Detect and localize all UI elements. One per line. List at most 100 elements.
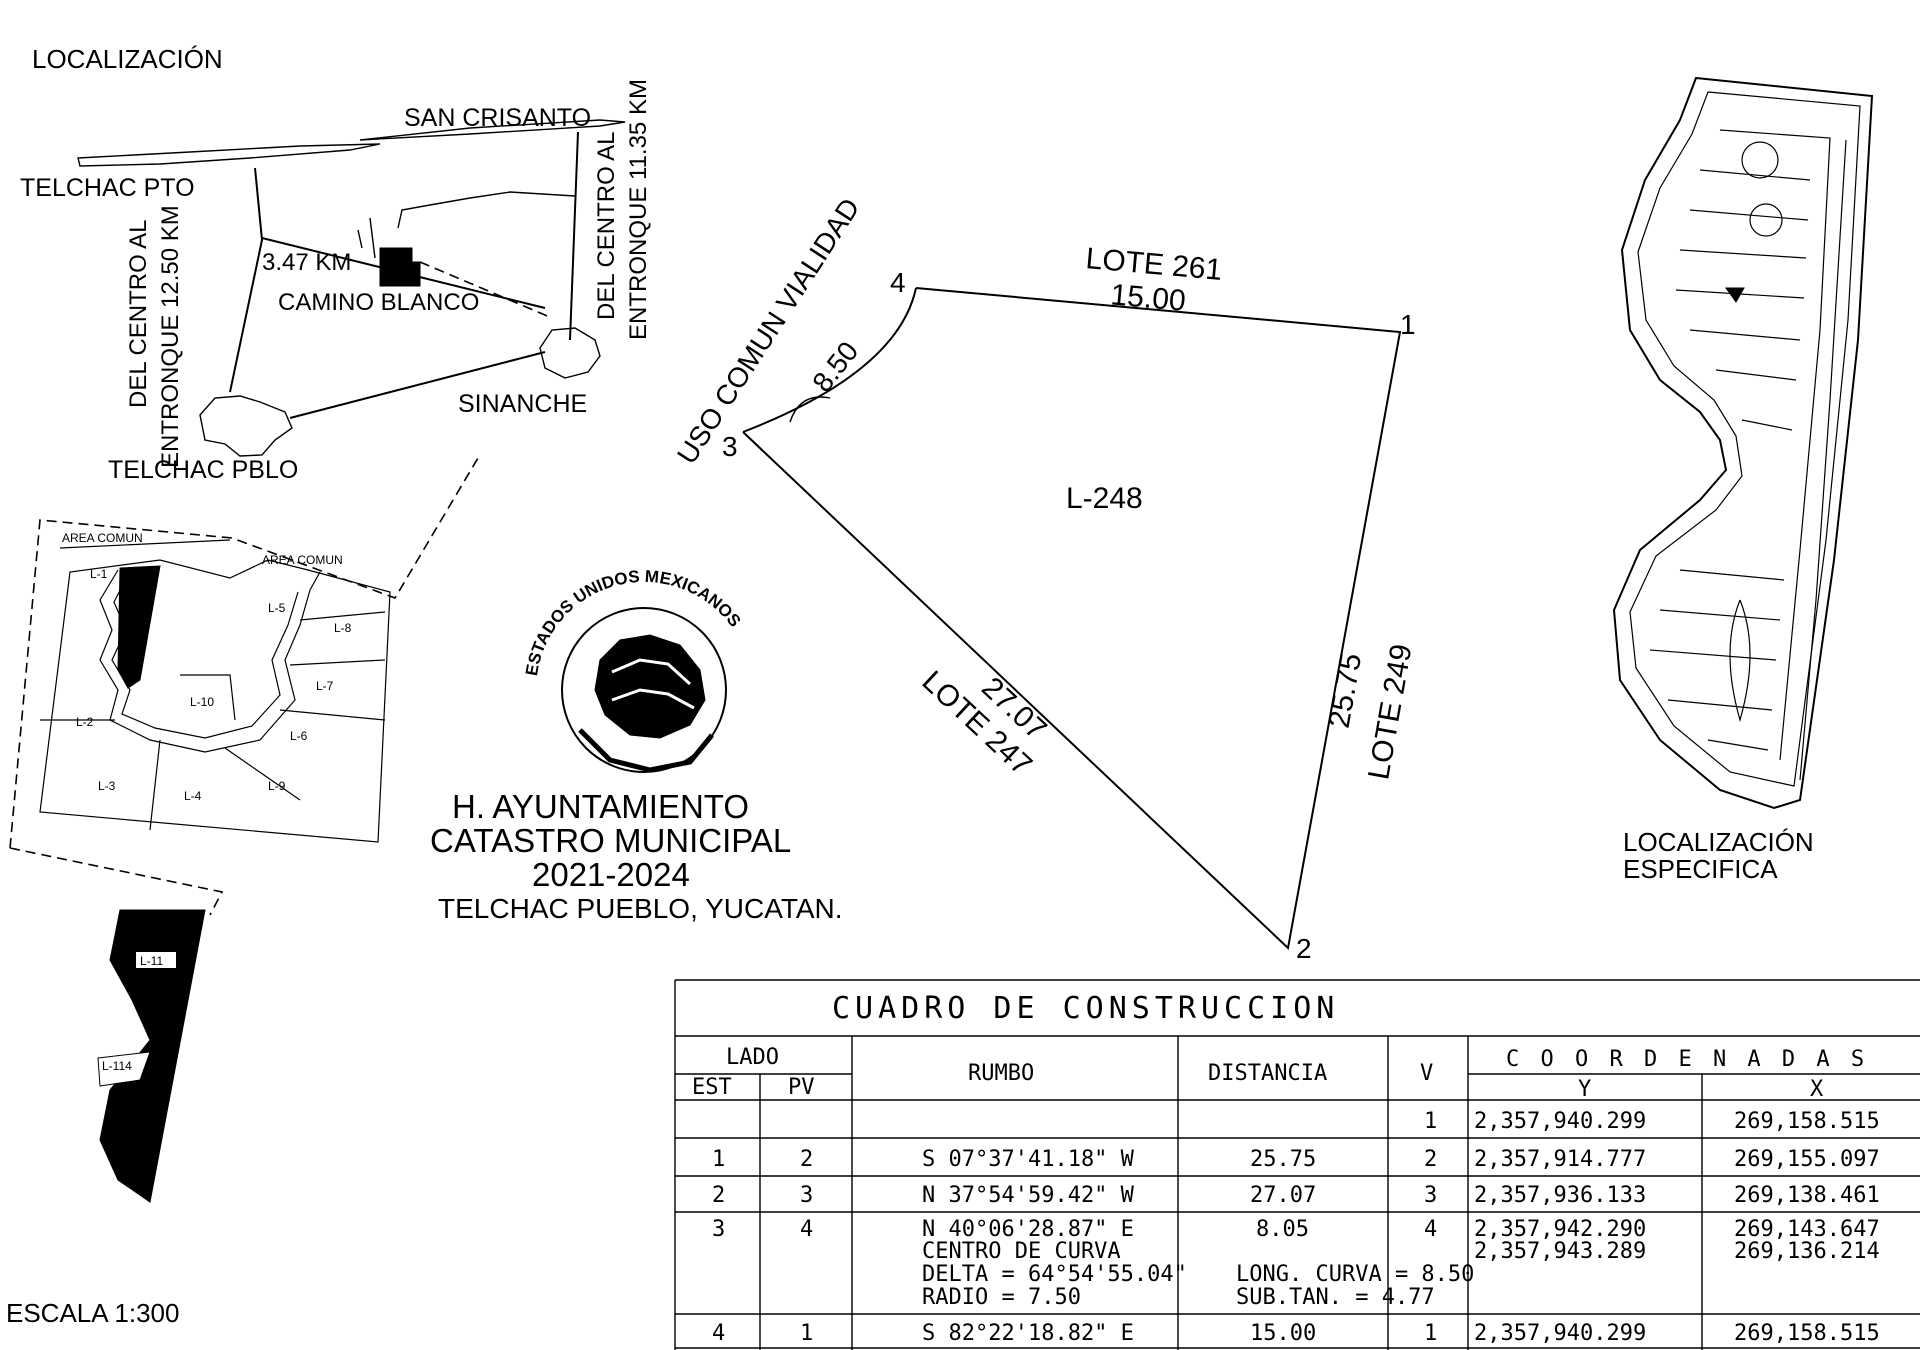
cell-v: 4 [1424, 1217, 1437, 1242]
west-neighbor: USO COMUN VIALIDAD [671, 193, 866, 470]
curve-subtangent: SUB.TAN. = 4.77 [1236, 1285, 1435, 1310]
vertex-label: 4 [890, 267, 906, 298]
curve-delta: DELTA = 64°54'55.04" [922, 1262, 1187, 1287]
cell-rumbo: S 07°37'41.18" W [922, 1147, 1135, 1172]
header-lado: LADO [726, 1045, 779, 1070]
road-right [569, 131, 579, 341]
eagle-emblem-icon [578, 634, 714, 773]
lot-strip [99, 909, 206, 1203]
road-right-line2: ENTRONQUE 11.35 KM [625, 79, 652, 340]
subdivision-inner [1629, 91, 1861, 787]
curve-center-y: 2,357,943.289 [1474, 1239, 1646, 1264]
lot-line-3 [224, 747, 301, 801]
lot-line-5 [289, 659, 386, 666]
road-right-line1: DEL CENTRO AL [593, 132, 620, 321]
strip-label-b: L-114 [102, 1059, 132, 1073]
distance-label: 3.47 KM [262, 249, 351, 276]
cell-v: 1 [1424, 1109, 1437, 1134]
cell-v: 1 [1424, 1321, 1437, 1346]
header-y: Y [1578, 1077, 1591, 1102]
header-coordenadas: C O O R D E N A D A S [1506, 1047, 1868, 1072]
lot-label: L-1 [90, 567, 108, 581]
table-row: 4 1 S 82°22'18.82" E 15.00 1 2,357,940.2… [712, 1321, 1880, 1346]
cell-rumbo: S 82°22'18.82" E [922, 1321, 1134, 1346]
cell-y: 2,357,942.290 [1474, 1217, 1646, 1242]
table-title: CUADRO DE CONSTRUCCION [832, 991, 1339, 1026]
south-side-label: 27.07 LOTE 247 [916, 665, 1053, 782]
lot-line-6 [299, 611, 386, 621]
town-sinanche: SINANCHE [458, 390, 587, 418]
cell-est: 2 [712, 1183, 725, 1208]
lot-road [99, 569, 321, 753]
strip-gap [97, 1051, 151, 1087]
table-row: 1 2,357,940.299 269,158.515 [1424, 1109, 1880, 1134]
seal-line3: 2021-2024 [532, 856, 690, 893]
header-rumbo: RUMBO [968, 1061, 1034, 1086]
lot-line-2 [149, 739, 161, 831]
subdivision-edge [1799, 139, 1847, 781]
detail-outline-top [9, 457, 479, 849]
header-est: EST [692, 1075, 732, 1100]
lot-road-inner [111, 574, 299, 739]
lot-line-4 [279, 709, 386, 721]
cell-x: 269,158.515 [1734, 1321, 1880, 1346]
cell-distancia: 27.07 [1250, 1183, 1316, 1208]
dashed-link [419, 261, 553, 319]
camino-blanco-block [379, 247, 421, 287]
curve-radius: RADIO = 7.50 [922, 1285, 1081, 1310]
construction-table: CUADRO DE CONSTRUCCION LADO EST PV RUMBO… [674, 979, 1920, 1350]
location-map: LOCALIZACIÓN SAN CRISANTO TELCHAC PTO 3.… [20, 44, 652, 484]
cell-est: 4 [712, 1321, 725, 1346]
vertex-label: 1 [1400, 309, 1416, 340]
cell-x: 269,155.097 [1734, 1147, 1880, 1172]
table-grid [674, 979, 1920, 1350]
road-left-line1: DEL CENTRO AL [125, 220, 152, 409]
road-left-line2: ENTRONQUE 12.50 KM [157, 205, 184, 468]
east-side-label: 25.75 LOTE 249 [1323, 642, 1419, 782]
seal-inner-ring [561, 607, 727, 773]
cell-distancia: 8.05 [1256, 1217, 1309, 1242]
lot-line-7 [180, 674, 236, 721]
cell-x: 269,158.515 [1734, 1109, 1880, 1134]
sinanche-blob [539, 327, 601, 379]
table-row: 3 4 N 40°06'28.87" E 8.05 4 2,357,942.29… [712, 1217, 1880, 1310]
vertex-label: 2 [1296, 933, 1312, 964]
roundabout-2 [1749, 203, 1783, 237]
scale-label: ESCALA 1:300 [6, 1298, 179, 1328]
specific-location-map: LOCALIZACIÓN ESPECIFICA [1612, 76, 1874, 884]
lot-boundary [742, 287, 1402, 950]
area-comun-label-1: AREA COMUN [62, 531, 143, 545]
strip-label-box [136, 952, 176, 968]
cell-est: 3 [712, 1217, 725, 1242]
lot-location-marker-icon [1725, 287, 1745, 303]
cell-x: 269,143.647 [1734, 1217, 1880, 1242]
subdivision-outline [1612, 76, 1874, 810]
cell-rumbo: N 40°06'28.87" E [922, 1217, 1134, 1242]
arc-length: 8.50 [806, 336, 864, 398]
north-neighbor: LOTE 261 [1084, 242, 1223, 287]
cell-y: 2,357,914.777 [1474, 1147, 1646, 1172]
area-comun-label-2: AREA COMUN [262, 553, 343, 567]
seal-line1: H. AYUNTAMIENTO [452, 788, 749, 825]
cell-x: 269,138.461 [1734, 1183, 1880, 1208]
north-length: 15.00 [1109, 278, 1187, 317]
lot-id: L-248 [1066, 482, 1143, 515]
town-telchac-pto: TELCHAC PTO [20, 174, 195, 202]
lot-label: L-8 [334, 621, 352, 635]
tick-mark [357, 229, 363, 249]
table-row: 1 2 S 07°37'41.18" W 25.75 2 2,357,914.7… [712, 1147, 1880, 1172]
cell-y: 2,357,940.299 [1474, 1321, 1646, 1346]
detail-map: AREA COMUN AREA COMUN L-1 L-2 L-3 L-4 L-… [9, 457, 479, 1203]
seal-line2: CATASTRO MUNICIPAL [430, 822, 791, 859]
road-left [229, 167, 264, 393]
road-stub [369, 217, 376, 259]
lot-label: L-10 [190, 695, 214, 709]
lot-label: L-7 [316, 679, 334, 693]
cell-y: 2,357,940.299 [1474, 1109, 1646, 1134]
north-side-label: LOTE 261 15.00 [1084, 242, 1223, 318]
lot-label: L-5 [268, 601, 286, 615]
curve-center-label: CENTRO DE CURVA [922, 1239, 1121, 1264]
cell-pv: 1 [800, 1321, 813, 1346]
town-telchac-pblo: TELCHAC PBLO [108, 456, 298, 484]
road-south [289, 351, 546, 419]
